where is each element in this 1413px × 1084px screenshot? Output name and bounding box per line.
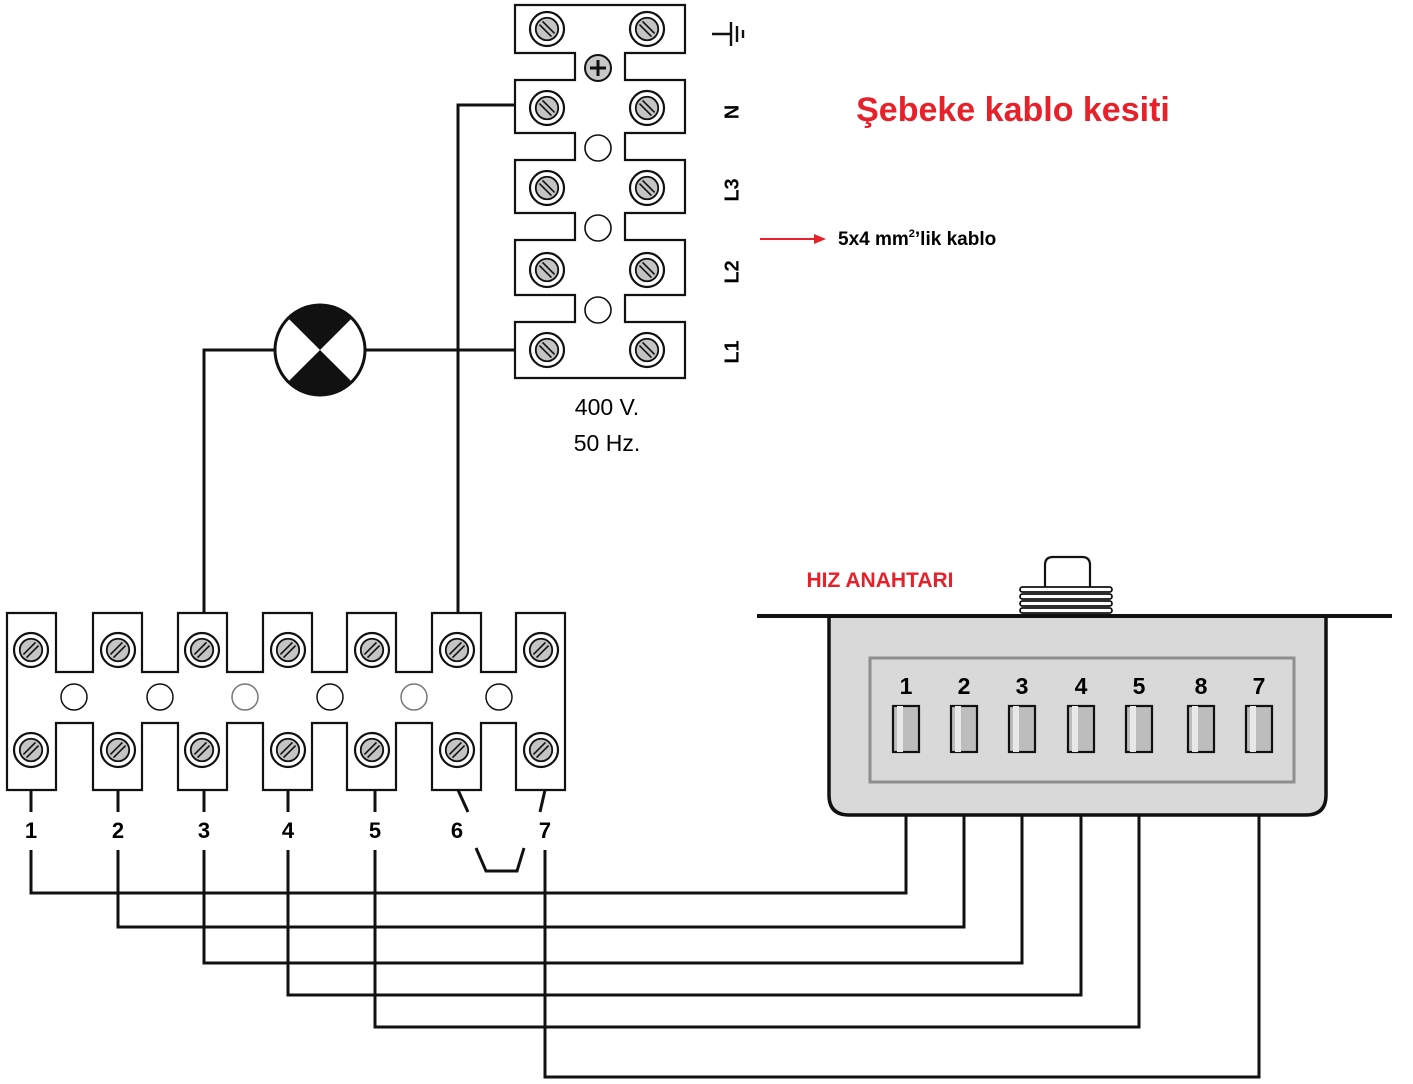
- arrow-right-icon: [760, 234, 826, 244]
- supply-frequency: 50 Hz.: [574, 430, 640, 456]
- switch-pin-7: 7: [1244, 673, 1274, 754]
- screw-icon: [183, 631, 221, 669]
- switch-pin-label: 8: [1195, 673, 1208, 699]
- terminal-block: [5, 611, 567, 792]
- switch-pin-2: 2: [949, 673, 979, 754]
- wire-lamp: [202, 348, 275, 618]
- wire-2b: [116, 752, 966, 929]
- wire-neutral: [456, 103, 515, 618]
- wires: [29, 103, 1261, 1079]
- block-label-4: 4: [282, 818, 295, 843]
- wire-7b: [543, 752, 1261, 1079]
- terminal-label-n: N: [721, 105, 743, 119]
- screw-icon: [438, 731, 476, 769]
- switch-pin-label: 7: [1253, 673, 1266, 699]
- screw-icon: [528, 89, 566, 127]
- strip-hole: [584, 214, 612, 242]
- screw-icon: [522, 631, 560, 669]
- wire-4b: [286, 752, 1083, 997]
- block-label-7: 7: [539, 818, 551, 843]
- cable-note: 5x4 mm2’lik kablo: [838, 228, 996, 250]
- block-hole: [60, 683, 88, 711]
- wire-6: [456, 789, 470, 813]
- switch-label: HIZ ANAHTARI: [807, 569, 954, 592]
- screw-icon: [628, 331, 666, 369]
- block-label-6: 6: [451, 818, 463, 843]
- switch-pin-label: 3: [1016, 673, 1029, 699]
- block-hole: [146, 683, 174, 711]
- supply-voltage: 400 V.: [575, 394, 639, 420]
- screw-icon: [528, 10, 566, 48]
- block-hole: [231, 683, 259, 711]
- screw-icon: [99, 731, 137, 769]
- terminal-label-l3: L3: [721, 178, 743, 201]
- screw-icon: [438, 631, 476, 669]
- wire-5b: [373, 752, 1141, 1029]
- block-hole: [316, 683, 344, 711]
- screw-icon: [269, 631, 307, 669]
- screw-icon: [353, 731, 391, 769]
- screw-icon: [522, 731, 560, 769]
- screw-icon: [528, 251, 566, 289]
- screw-icon: [269, 731, 307, 769]
- bridge-6-7: [474, 847, 526, 873]
- terminal-label-l2: L2: [721, 260, 743, 283]
- switch-pin-8: 8: [1186, 673, 1216, 754]
- cable-note-superscript: 2: [909, 228, 915, 240]
- screw-icon: [183, 731, 221, 769]
- wire-7: [538, 789, 547, 813]
- switch-knob: [1019, 555, 1113, 614]
- screw-icon: [628, 10, 666, 48]
- screw-icon: [12, 731, 50, 769]
- switch-pin-3: 3: [1007, 673, 1037, 754]
- wire-1b: [29, 752, 908, 895]
- supply-terminal-strip: [513, 3, 687, 380]
- switch-pin-label: 5: [1133, 673, 1146, 699]
- switch-pin-label: 2: [958, 673, 971, 699]
- cable-note-suffix: ’lik kablo: [915, 229, 996, 250]
- ground-screw-icon: [584, 54, 612, 82]
- cable-note-prefix: 5x4 mm: [838, 229, 909, 250]
- block-label-5: 5: [369, 818, 381, 843]
- terminal-label-l1: L1: [721, 340, 743, 363]
- lamp-icon: [273, 303, 367, 397]
- screw-icon: [628, 251, 666, 289]
- switch-pin-label: 4: [1075, 673, 1088, 699]
- screw-icon: [99, 631, 137, 669]
- screw-icon: [353, 631, 391, 669]
- switch-pin-4: 4: [1066, 673, 1096, 754]
- screw-icon: [528, 169, 566, 207]
- block-hole: [400, 683, 428, 711]
- block-label-1: 1: [25, 818, 37, 843]
- switch-pin-label: 1: [900, 673, 913, 699]
- block-hole: [485, 683, 513, 711]
- strip-hole: [584, 296, 612, 324]
- block-label-3: 3: [198, 818, 210, 843]
- screw-icon: [628, 169, 666, 207]
- earth-ground-icon: [712, 22, 745, 46]
- switch-frame: [868, 656, 1296, 784]
- page-title: Şebeke kablo kesiti: [856, 91, 1170, 129]
- strip-hole: [584, 134, 612, 162]
- block-label-2: 2: [112, 818, 124, 843]
- screw-icon: [628, 89, 666, 127]
- switch-pin-5: 5: [1124, 673, 1154, 754]
- screw-icon: [12, 631, 50, 669]
- screw-icon: [528, 331, 566, 369]
- wire-3b: [202, 752, 1024, 965]
- switch-pin-1: 1: [891, 673, 921, 754]
